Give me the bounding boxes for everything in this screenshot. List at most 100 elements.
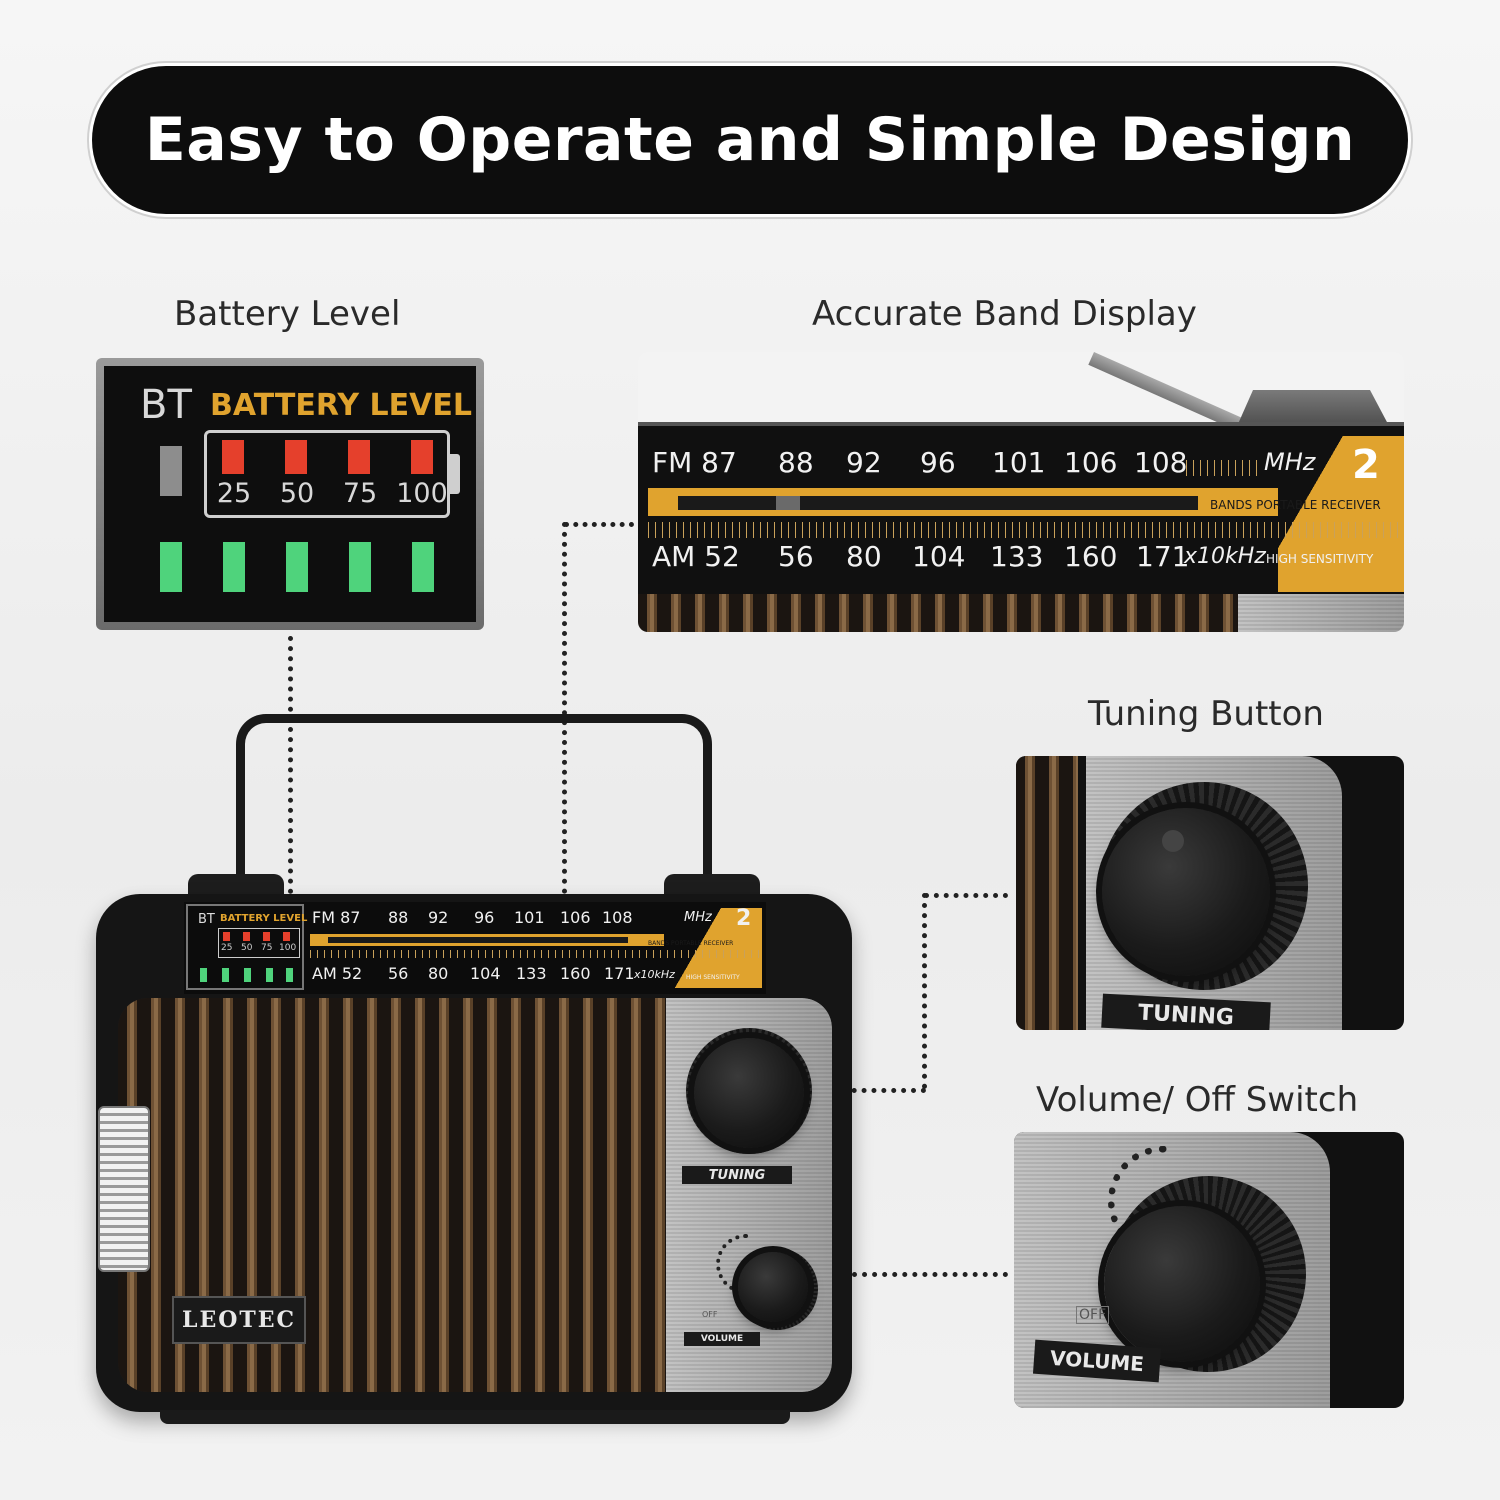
- mini-fm-101: 101: [514, 908, 545, 927]
- label-battery-level: Battery Level: [174, 294, 401, 334]
- mini-am-160: 160: [560, 964, 591, 983]
- radio-handle[interactable]: [236, 714, 712, 904]
- mini-battery-outline: 25 50 75 100: [218, 928, 300, 958]
- mini-sensitivity: HIGH SENSITIVITY: [686, 974, 740, 981]
- mini-am-unit: x10kHz: [634, 968, 675, 981]
- connector-tuning-bottom: [822, 1088, 926, 1093]
- band-panel: FM 87 88 92 96 101 106 108 MHz 2 BANDS P…: [638, 422, 1404, 594]
- mini-fm-96: 96: [474, 908, 495, 927]
- fm-end-ticks: [1186, 460, 1260, 476]
- connector-band-h: [564, 522, 634, 527]
- radio-front-panel: TUNING OFF VOLUME LEOTEC: [118, 998, 832, 1392]
- mini-fm-92: 92: [428, 908, 449, 927]
- volume-closeup: OFF VOLUME: [1014, 1132, 1404, 1408]
- band-accent-wedge: [1278, 436, 1404, 592]
- am-prefix: AM 52: [652, 540, 740, 573]
- tuning-needle: [776, 496, 800, 510]
- connector-battery: [288, 636, 293, 894]
- mini-level-75: 75: [261, 943, 273, 953]
- band-metal-strip: [1238, 594, 1404, 632]
- am-56: 56: [778, 540, 814, 573]
- tuning-knob-dot: [1162, 830, 1184, 852]
- battery-led-25: [222, 440, 244, 474]
- green-led-4: [349, 542, 371, 592]
- am-133: 133: [990, 540, 1044, 573]
- tuning-track: [648, 488, 1278, 516]
- mini-level-25: 25: [221, 943, 233, 953]
- main-off-label: OFF: [702, 1310, 718, 1319]
- am-171: 171: [1136, 540, 1190, 573]
- mini-bt: BT: [198, 912, 215, 927]
- side-grip[interactable]: [98, 1106, 150, 1272]
- brand-logo: LEOTEC: [181, 1307, 297, 1333]
- battery-outline: [204, 430, 450, 518]
- title-banner: Easy to Operate and Simple Design: [92, 66, 1408, 214]
- battery-led-75: [348, 440, 370, 474]
- mini-am-104: 104: [470, 964, 501, 983]
- bands-text: BANDS PORTABLE RECEIVER: [1210, 498, 1381, 512]
- bt-label: BT: [140, 382, 192, 428]
- main-volume-label: VOLUME: [700, 1334, 744, 1344]
- mini-scale-ticks: [310, 950, 762, 958]
- fm-prefix: FM 87: [652, 446, 737, 479]
- green-led-3: [286, 542, 308, 592]
- mini-am-133: 133: [516, 964, 547, 983]
- fm-106: 106: [1064, 446, 1118, 479]
- battery-level-100: 100: [396, 478, 448, 509]
- antenna-mount: [1238, 390, 1388, 424]
- tuning-knob[interactable]: [1102, 808, 1270, 976]
- mini-fm-unit: MHz: [684, 910, 712, 925]
- mini-fm-prefix: FM 87: [312, 908, 361, 927]
- am-unit: x10kHz: [1184, 544, 1266, 569]
- mini-am-80: 80: [428, 964, 449, 983]
- connector-tuning-top: [924, 893, 1008, 898]
- brand-plate: LEOTEC: [172, 1296, 306, 1344]
- battery-level-75: 75: [342, 478, 378, 509]
- mini-fm-88: 88: [388, 908, 409, 927]
- label-tuning-button: Tuning Button: [1088, 694, 1324, 734]
- am-104: 104: [912, 540, 966, 573]
- tuning-wood: [1016, 756, 1078, 1030]
- mini-tuning-track: [310, 934, 664, 946]
- tuning-closeup-label: TUNING: [1137, 1000, 1235, 1030]
- fm-101: 101: [992, 446, 1046, 479]
- mini-fm-106: 106: [560, 908, 591, 927]
- main-tuning-knob[interactable]: [694, 1038, 804, 1148]
- green-led-1: [160, 542, 182, 592]
- mini-level-50: 50: [241, 943, 253, 953]
- battery-led-100: [411, 440, 433, 474]
- off-label: OFF: [1076, 1306, 1110, 1324]
- fm-92: 92: [846, 446, 882, 479]
- mini-am-171: 171: [604, 964, 635, 983]
- mini-am-56: 56: [388, 964, 409, 983]
- main-volume-label-plate: VOLUME: [684, 1332, 760, 1346]
- mini-fm-108: 108: [602, 908, 633, 927]
- mini-level-100: 100: [279, 943, 297, 953]
- radio-body: BT BATTERY LEVEL 25 50 75 100 FM 87 88 9…: [96, 894, 852, 1412]
- main-tuning-label: TUNING: [708, 1167, 766, 1183]
- mini-bands-number: 2: [736, 906, 752, 931]
- band-wood-strip: [638, 594, 1238, 632]
- page-title: Easy to Operate and Simple Design: [144, 105, 1356, 175]
- battery-level-header: BATTERY LEVEL: [210, 388, 472, 423]
- volume-closeup-label: VOLUME: [1049, 1345, 1145, 1377]
- battery-level-50: 50: [279, 478, 315, 509]
- battery-closeup: BT BATTERY LEVEL 25 50 75 100: [96, 358, 484, 630]
- connector-volume: [852, 1272, 1008, 1277]
- mini-am-prefix: AM 52: [312, 964, 363, 983]
- tuning-track-groove: [678, 496, 1198, 510]
- battery-led-50: [285, 440, 307, 474]
- main-tuning-label-plate: TUNING: [682, 1166, 792, 1184]
- fm-96: 96: [920, 446, 956, 479]
- bt-indicator: [160, 446, 182, 496]
- mini-battery-header: BATTERY LEVEL: [220, 913, 308, 924]
- fm-108: 108: [1134, 446, 1188, 479]
- green-led-2: [223, 542, 245, 592]
- am-80: 80: [846, 540, 882, 573]
- band-closeup: FM 87 88 92 96 101 106 108 MHz 2 BANDS P…: [638, 352, 1404, 632]
- battery-level-25: 25: [216, 478, 252, 509]
- radio-feet: [160, 1410, 790, 1424]
- fm-unit: MHz: [1264, 448, 1316, 476]
- volume-knob[interactable]: [1104, 1206, 1260, 1362]
- main-volume-knob[interactable]: [738, 1252, 808, 1322]
